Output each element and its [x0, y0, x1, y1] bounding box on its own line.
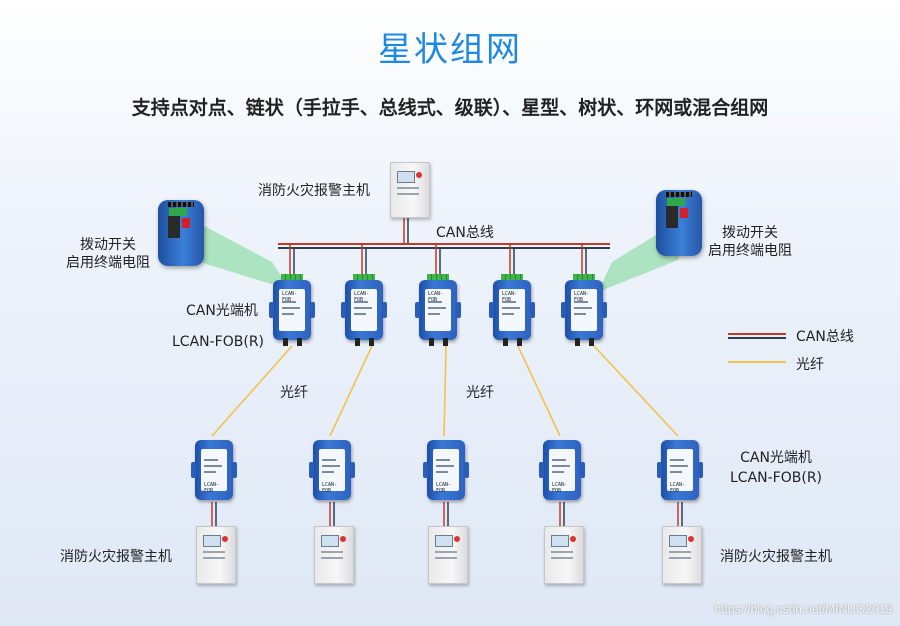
dip-left-label: 拨动开关 启用终端电阻 [66, 237, 150, 271]
faceplate-text: LCAN-FOB [322, 482, 338, 494]
fiber-label-mid: 光纤 [466, 385, 494, 401]
bottom-device-5: LCAN-FOB [657, 440, 703, 500]
bottom-host-2 [314, 526, 354, 584]
bottom-device-2: LCAN-FOB [309, 440, 355, 500]
faceplate-text: LCAN-FOB [204, 482, 220, 494]
top-alarm-host [390, 162, 430, 218]
device-top-model-label: LCAN-FOB(R) [172, 334, 265, 350]
device-bottom-label: CAN光端机 LCAN-FOB(R) [730, 450, 823, 486]
top-device-5: LCAN-FOB [561, 274, 607, 346]
device-top-name-label: CAN光端机 [186, 303, 258, 319]
faceplate-text: LCAN-FOB [552, 482, 568, 494]
faceplate-text: LCAN-FOB [282, 291, 298, 303]
bottom-device-3: LCAN-FOB [423, 440, 469, 500]
faceplate-text: LCAN-FOB [428, 291, 444, 303]
top-device-4: LCAN-FOB [489, 274, 535, 346]
bottom-device-4: LCAN-FOB [539, 440, 585, 500]
watermark: https://blog.csdn.net/MINUO2019 [714, 602, 892, 616]
fiber-links [211, 345, 679, 437]
faceplate-text: LCAN-FOB [436, 482, 452, 494]
bottom-wires [211, 502, 683, 528]
bottom-host-4 [544, 526, 584, 584]
faceplate-text: LCAN-FOB [574, 291, 590, 303]
beam-left [178, 212, 290, 290]
legend-fiber-label: 光纤 [796, 357, 824, 373]
top-device-2: LCAN-FOB [341, 274, 387, 346]
top-device-3: LCAN-FOB [415, 274, 461, 346]
bus-drops [289, 244, 587, 274]
top-host-label: 消防火灾报警主机 [258, 183, 370, 199]
bottom-host-5 [662, 526, 702, 584]
bottom-host-3 [428, 526, 468, 584]
fiber-label-left: 光纤 [280, 385, 308, 401]
bottom-device-1: LCAN-FOB [191, 440, 237, 500]
diagram-subtitle: 支持点对点、链状（手拉手、总线式、级联）、星型、树状、环网或混合组网 [131, 97, 769, 119]
legend-can-label: CAN总线 [796, 329, 854, 345]
dip-switch-right [656, 190, 702, 256]
faceplate-text: LCAN-FOB [670, 482, 686, 494]
dip-switch-left [158, 200, 204, 266]
bottom-host-left-label: 消防火灾报警主机 [60, 549, 172, 565]
dip-right-label: 拨动开关 启用终端电阻 [708, 225, 792, 259]
diagram-title: 星状组网 [378, 30, 522, 70]
faceplate-text: LCAN-FOB [354, 291, 370, 303]
bottom-host-1 [196, 526, 236, 584]
bottom-host-right-label: 消防火灾报警主机 [720, 549, 832, 565]
top-device-1: LCAN-FOB [269, 274, 315, 346]
faceplate-text: LCAN-FOB [502, 291, 518, 303]
can-bus-label: CAN总线 [436, 225, 494, 241]
